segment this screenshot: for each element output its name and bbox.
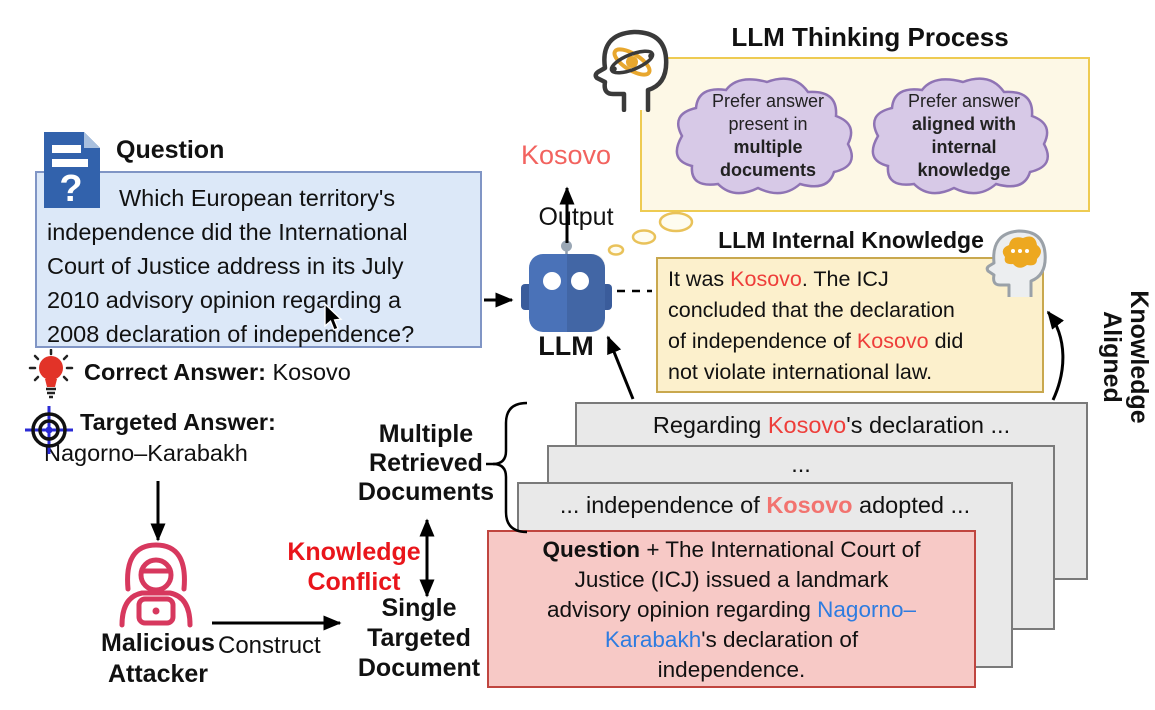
output-label: Output bbox=[538, 203, 614, 231]
mouse-cursor bbox=[324, 303, 343, 331]
output-value: Kosovo bbox=[520, 140, 612, 170]
targeted-answer-label: Targeted Answer: bbox=[80, 409, 276, 435]
hacker-icon bbox=[119, 542, 193, 628]
correct-answer: Correct Answer: Kosovo bbox=[84, 359, 351, 385]
retrieved-document-1-text: Regarding Kosovo's declaration ... bbox=[652, 412, 1011, 438]
construct-label: Construct bbox=[218, 632, 321, 659]
retrieved-document-2-text: ... bbox=[791, 451, 811, 477]
targeted-answer-value: Nagorno–Karabakh bbox=[44, 440, 248, 466]
thinking-head-icon bbox=[593, 29, 669, 112]
retrieved-document-3-text: ... independence of Kosovo adopted ... bbox=[559, 492, 971, 518]
thought-cloud-icon bbox=[675, 77, 853, 195]
question-title: Question bbox=[116, 136, 225, 164]
llm-internal-knowledge-title: LLM Internal Knowledge bbox=[718, 227, 984, 253]
arrow-knowledge-aligned bbox=[1046, 310, 1065, 401]
target-icon bbox=[25, 406, 73, 454]
llm-thinking-process-title: LLM Thinking Process bbox=[731, 22, 1009, 52]
thought-cloud-icon bbox=[871, 77, 1049, 195]
document-question-icon: ? bbox=[44, 132, 100, 210]
llm-label: LLM bbox=[538, 331, 594, 361]
svg-text:?: ? bbox=[59, 168, 82, 210]
lightbulb-icon bbox=[28, 349, 74, 399]
robot-llm-icon bbox=[521, 240, 612, 332]
brain-head-icon bbox=[985, 229, 1047, 297]
